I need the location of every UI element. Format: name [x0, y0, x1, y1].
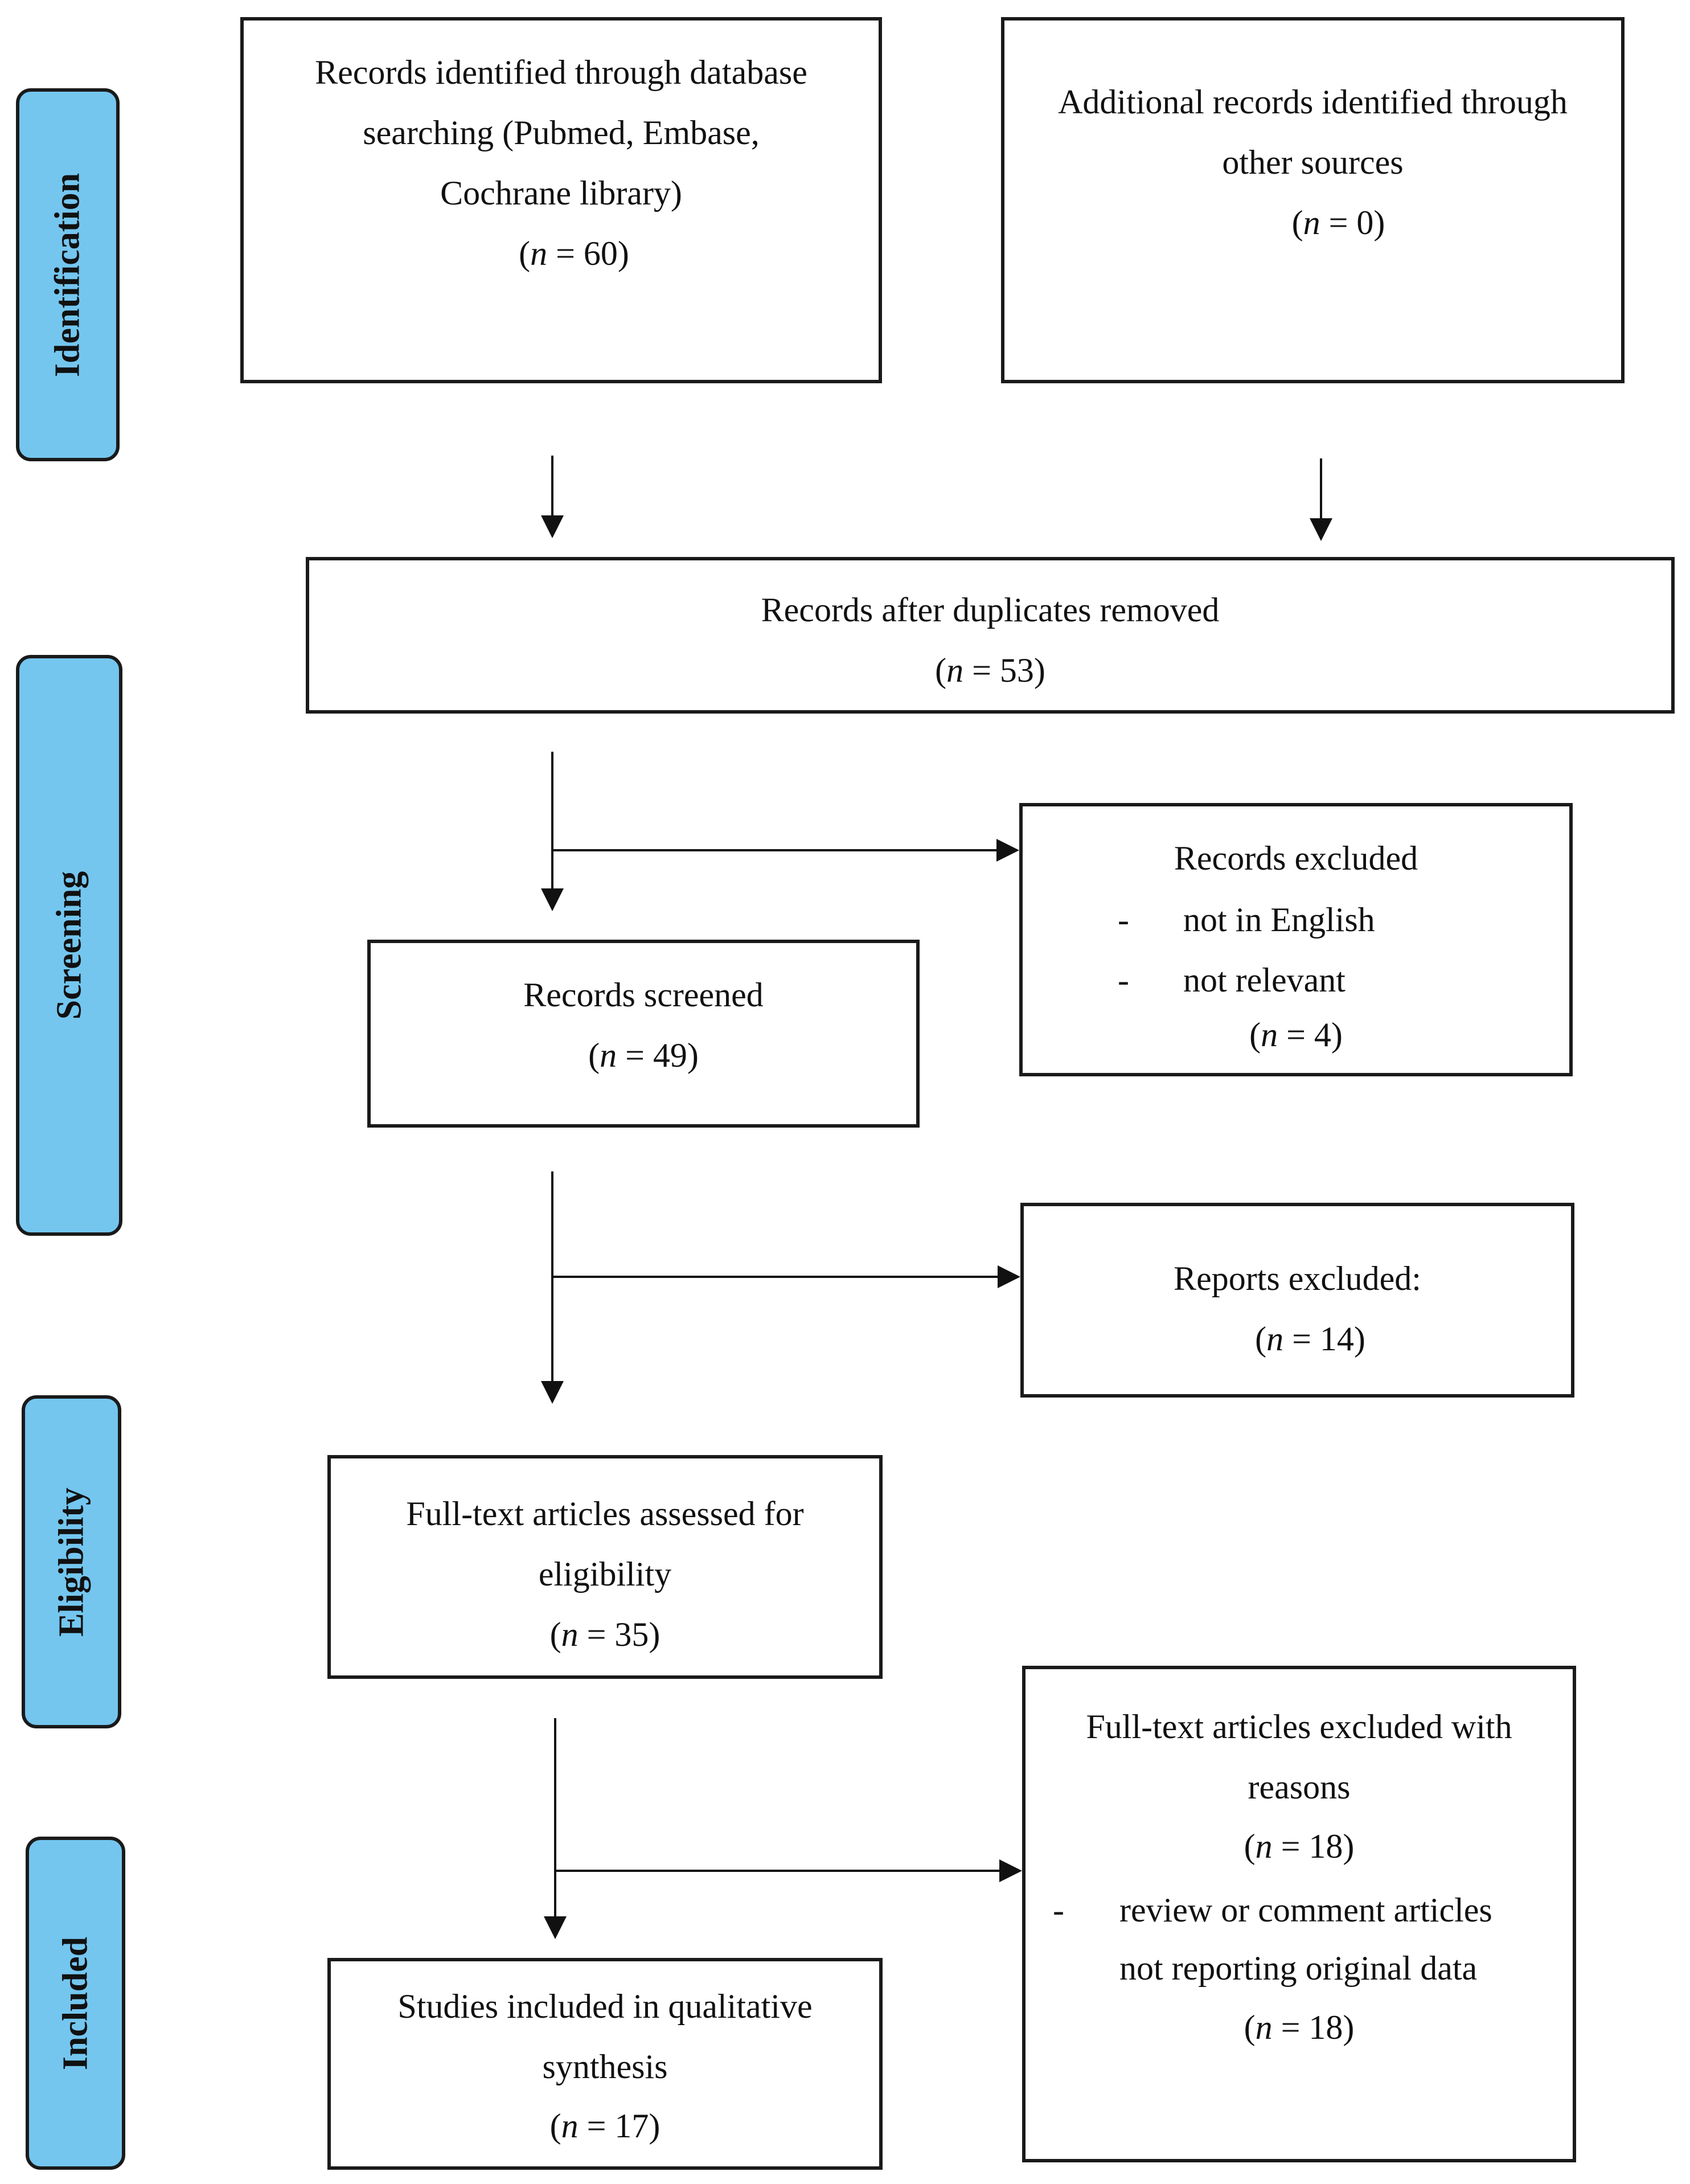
records-excluded-bullet-2: not relevant [1183, 961, 1346, 999]
other-sources-line-1: Additional records identified through [1058, 83, 1568, 121]
other-sources-line-2: other sources [1222, 144, 1404, 181]
studies-included-count: (n = 17) [549, 2107, 661, 2145]
fulltext-excluded-count: (n = 18) [1244, 1827, 1355, 1865]
fulltext-excluded-reason-line-2: not reporting original data [1119, 1949, 1478, 1987]
fulltext-assessed-count: (n = 35) [549, 1616, 661, 1653]
studies-included-line-2: synthesis [542, 2048, 668, 2085]
fulltext-excluded-line-2: reasons [1248, 1768, 1351, 1806]
phase-identification: Identification [16, 88, 120, 461]
fulltext-excluded-line-1: Full-text articles excluded with [1086, 1708, 1512, 1745]
arrowhead-assessed [541, 1381, 564, 1404]
arrowhead-records-excluded [996, 839, 1019, 862]
records-excluded-bullet-2-mark: - [1118, 961, 1129, 999]
box-fulltext-excluded: Full-text articles excluded with reasons… [1022, 1666, 1576, 2162]
arrowhead-other [1310, 518, 1332, 541]
after-duplicates-count: (n = 53) [935, 651, 1045, 689]
arrowhead-fulltext-excluded [999, 1859, 1022, 1882]
database-records-line-2: searching (Pubmed, Embase, [363, 114, 760, 151]
fulltext-excluded-reason-count: (n = 18) [1244, 2009, 1355, 2046]
records-screened-line-1: Records screened [523, 976, 764, 1014]
arrowhead-included [544, 1916, 567, 1939]
box-fulltext-assessed: Full-text articles assessed for eligibil… [327, 1455, 883, 1679]
arrowhead-database [541, 515, 564, 538]
database-records-count: (n = 60) [519, 235, 629, 272]
fulltext-excluded-bullet-mark: - [1053, 1891, 1064, 1929]
phase-included: Included [26, 1837, 125, 2170]
database-records-line-1: Records identified through database [315, 54, 807, 91]
box-reports-excluded: Reports excluded: (n = 14) [1020, 1203, 1574, 1398]
phase-eligibility: Eligibility [22, 1395, 121, 1728]
box-studies-included: Studies included in qualitative synthesi… [327, 1958, 883, 2170]
box-records-screened: Records screened (n = 49) [367, 940, 920, 1128]
fulltext-assessed-line-2: eligibility [538, 1555, 672, 1593]
arrowhead-reports-excluded [998, 1265, 1020, 1288]
box-after-duplicates: Records after duplicates removed (n = 53… [306, 557, 1675, 714]
database-records-line-3: Cochrane library) [440, 174, 682, 212]
other-sources-count: (n = 0) [1291, 204, 1385, 241]
fulltext-assessed-line-1: Full-text articles assessed for [406, 1495, 804, 1533]
records-excluded-bullet-1-mark: - [1118, 901, 1129, 939]
records-excluded-count: (n = 4) [1249, 1016, 1343, 1054]
fulltext-excluded-reason-line-1: review or comment articles [1119, 1891, 1492, 1929]
records-excluded-bullet-1: not in English [1183, 901, 1375, 939]
box-records-excluded: Records excluded - not in English - not … [1019, 803, 1573, 1076]
phase-screening: Screening [16, 655, 122, 1236]
records-excluded-title: Records excluded [1174, 839, 1418, 877]
reports-excluded-line-1: Reports excluded: [1174, 1260, 1421, 1297]
reports-excluded-count: (n = 14) [1255, 1320, 1365, 1358]
after-duplicates-line-1: Records after duplicates removed [761, 591, 1220, 629]
records-screened-count: (n = 49) [588, 1036, 699, 1074]
box-database-records: Records identified through database sear… [240, 17, 882, 383]
arrowhead-screened [541, 888, 564, 911]
studies-included-line-1: Studies included in qualitative [397, 1988, 813, 2025]
box-other-sources: Additional records identified through ot… [1001, 17, 1625, 383]
